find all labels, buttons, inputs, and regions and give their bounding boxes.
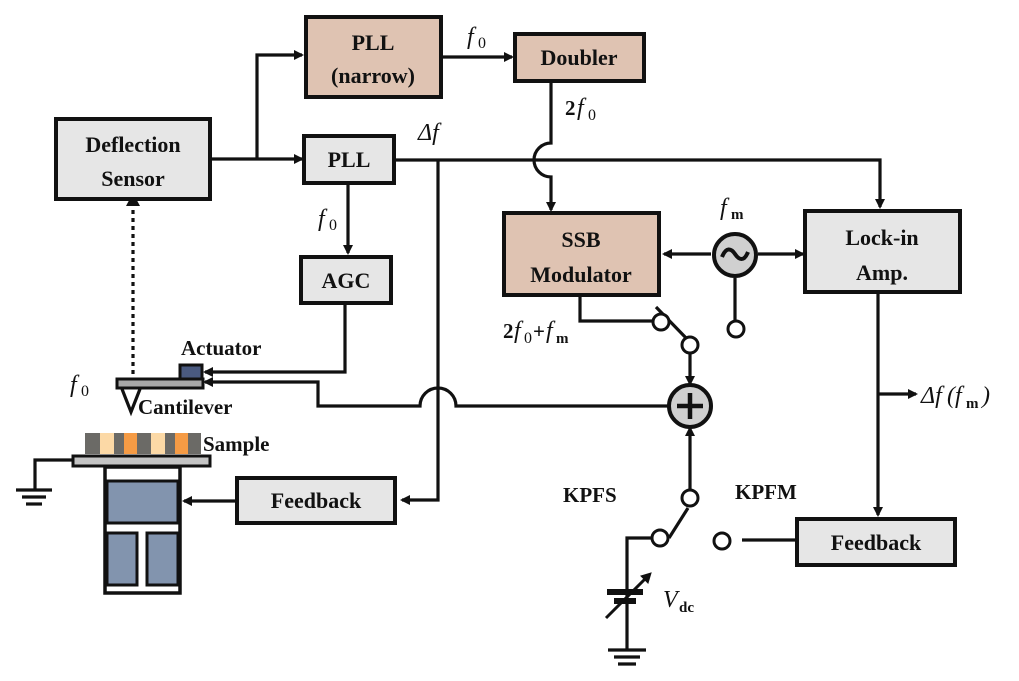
agc-block: AGC bbox=[299, 255, 393, 305]
svg-text:f: f bbox=[70, 372, 80, 398]
upper-switch-blade bbox=[654, 305, 690, 342]
delta-f-fm-label: Δf ( f m ) bbox=[920, 383, 990, 412]
actuator-label: Actuator bbox=[181, 336, 261, 360]
ssb-modulator-label: SSB bbox=[561, 227, 600, 252]
pll-narrow-block: PLL (narrow) bbox=[304, 15, 443, 99]
cantilever-shape bbox=[115, 377, 205, 390]
oscillator-icon bbox=[712, 232, 758, 278]
svg-text:0: 0 bbox=[588, 107, 596, 124]
switch-terminal-osc[interactable] bbox=[726, 319, 746, 339]
deflection-sensor-label-2: Sensor bbox=[101, 166, 165, 191]
switch-terminal-kpfs[interactable] bbox=[650, 528, 670, 548]
sample-shape bbox=[85, 433, 201, 454]
wire-pll-to-lockin bbox=[396, 158, 885, 209]
svg-text:m: m bbox=[966, 396, 979, 412]
cantilever-tip bbox=[120, 388, 142, 417]
kpfs-label: KPFS bbox=[563, 483, 617, 507]
lockin-amp-label-2: Amp. bbox=[856, 260, 908, 285]
feedback-kpfm-block: Feedback bbox=[795, 517, 957, 567]
svg-text:f: f bbox=[577, 95, 587, 121]
svg-text:V: V bbox=[663, 587, 680, 613]
svg-text:+: + bbox=[533, 319, 545, 343]
vdc-label: V dc bbox=[663, 587, 694, 616]
deflection-sensor-label: Deflection bbox=[85, 132, 180, 157]
svg-text:f: f bbox=[546, 318, 556, 344]
ssb-modulator-block: SSB Modulator bbox=[502, 211, 661, 297]
svg-text:f: f bbox=[720, 195, 730, 221]
svg-text:f: f bbox=[467, 24, 477, 50]
svg-text:f: f bbox=[955, 383, 965, 409]
pll-block: PLL bbox=[302, 134, 396, 185]
svg-text:): ) bbox=[980, 383, 990, 409]
wire-agc-to-actuator bbox=[203, 303, 347, 377]
switch-terminal-ssb[interactable] bbox=[651, 312, 671, 332]
svg-text:m: m bbox=[731, 207, 744, 223]
wire-adder-to-cantilever bbox=[203, 377, 668, 408]
feedback-z-label: Feedback bbox=[271, 488, 362, 513]
wire-ssb-out bbox=[578, 297, 655, 323]
ssb-modulator-label-2: Modulator bbox=[530, 262, 632, 287]
svg-text:0: 0 bbox=[329, 217, 337, 234]
wire-sample-ground bbox=[33, 458, 73, 490]
pll-narrow-label: PLL bbox=[352, 30, 395, 55]
switch-terminal-common-lower[interactable] bbox=[680, 488, 700, 508]
sample-stage bbox=[71, 454, 212, 468]
svg-text:(: ( bbox=[947, 383, 957, 409]
wire-to-pll-narrow bbox=[255, 50, 304, 159]
svg-text:0: 0 bbox=[524, 330, 532, 347]
svg-text:0: 0 bbox=[81, 383, 89, 400]
deflection-sensor-block: Deflection Sensor bbox=[54, 117, 212, 201]
svg-text:dc: dc bbox=[679, 600, 694, 616]
doubler-label: Doubler bbox=[541, 45, 618, 70]
svg-text:0: 0 bbox=[478, 35, 486, 52]
lockin-amp-label: Lock-in bbox=[845, 225, 918, 250]
ground-icon bbox=[16, 488, 52, 506]
cantilever-label: Cantilever bbox=[138, 395, 232, 419]
ground-icon bbox=[608, 648, 646, 666]
svg-text:Δf: Δf bbox=[417, 120, 442, 146]
lockin-amp-block: Lock-in Amp. bbox=[803, 209, 962, 294]
svg-text:m: m bbox=[556, 331, 569, 347]
svg-text:f: f bbox=[514, 318, 524, 344]
switch-terminal-kpfm[interactable] bbox=[712, 531, 732, 551]
svg-text:Δf: Δf bbox=[920, 383, 945, 409]
svg-text:f: f bbox=[318, 206, 328, 232]
doubler-block: Doubler bbox=[513, 32, 646, 83]
wire-df-to-feedback bbox=[400, 160, 440, 505]
switch-terminal-common-upper[interactable] bbox=[680, 335, 700, 355]
sample-label: Sample bbox=[203, 432, 270, 456]
lower-switch-blade bbox=[667, 507, 690, 539]
agc-label: AGC bbox=[322, 268, 371, 293]
variable-dc-source-icon bbox=[604, 572, 652, 620]
actuator-shape bbox=[178, 363, 204, 381]
piezo-scanner-icon bbox=[103, 465, 182, 595]
adder-icon bbox=[667, 383, 713, 429]
pll-narrow-label-2: (narrow) bbox=[331, 63, 415, 88]
delta-f-label: Δf bbox=[417, 120, 442, 146]
pll-label: PLL bbox=[328, 147, 371, 172]
wire-doubler-to-ssb bbox=[532, 82, 556, 212]
feedback-z-block: Feedback bbox=[235, 476, 397, 525]
svg-text:2: 2 bbox=[503, 319, 514, 343]
kpfm-label: KPFM bbox=[735, 480, 797, 504]
svg-text:2: 2 bbox=[565, 96, 576, 120]
feedback-kpfm-label: Feedback bbox=[831, 530, 922, 555]
